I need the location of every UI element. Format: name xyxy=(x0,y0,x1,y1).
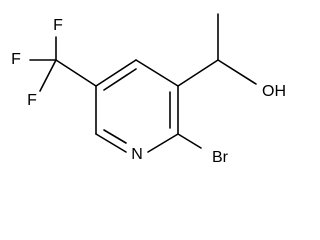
hydroxyl-label: OH xyxy=(262,83,286,100)
fluorine-bottom-label: F xyxy=(27,92,37,109)
bond-c-to-f-bottom xyxy=(39,59,57,92)
bond-ring-to-chiral-carbon xyxy=(177,59,219,87)
nitrogen-label: N xyxy=(131,146,143,163)
ring-bond-c4-c5 xyxy=(95,59,137,87)
fluorine-left-label: F xyxy=(11,51,21,68)
double-bond-c6-n xyxy=(103,129,127,144)
bond-chiral-carbon-to-oh xyxy=(217,59,257,85)
bond-ring-to-cf3 xyxy=(55,59,97,87)
bromine-label: Br xyxy=(212,149,229,166)
ring-bond-c6-n xyxy=(95,133,127,153)
double-bond-c4-c5 xyxy=(103,68,137,91)
fluorine-top-label: F xyxy=(53,17,63,34)
chemical-structure-diagram: F F F OH N Br xyxy=(11,13,286,166)
bond-ring-to-br xyxy=(177,133,202,149)
chemical-structure-canvas: F F F OH N Br xyxy=(11,13,286,167)
ring-bond-n-c2 xyxy=(147,133,179,153)
ring-bond-c3-c4 xyxy=(135,59,179,87)
